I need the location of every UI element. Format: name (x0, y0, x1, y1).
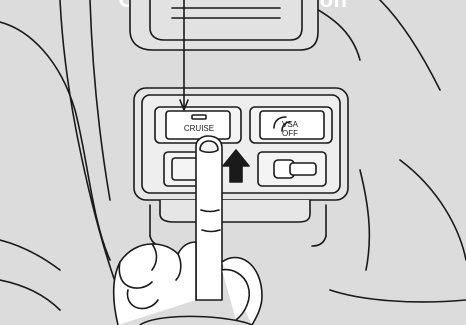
upper-vent (130, 0, 318, 50)
indicator-light (192, 115, 206, 119)
cruise-button-label: CRUISE (184, 124, 214, 133)
vsa-label-line2: OFF (282, 129, 298, 138)
vsa-label-line1: VSA (282, 120, 299, 129)
cruise-main-button[interactable]: CRUISE (155, 107, 241, 143)
dial-switch[interactable] (258, 152, 326, 186)
vsa-off-button[interactable]: VSA OFF (250, 107, 332, 143)
